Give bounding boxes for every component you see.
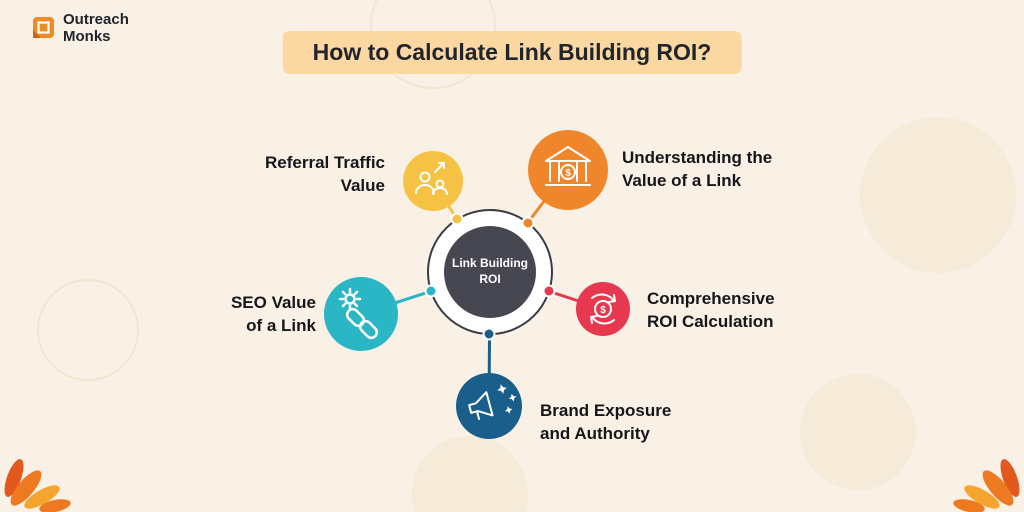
decor-circle [412,436,528,512]
label-comprehensive-roi: Comprehensive ROI Calculation [647,287,775,333]
hub-label: Link Building ROI [440,255,540,287]
leaf-decoration-right [953,459,1020,512]
leaf-decoration-left [4,459,71,512]
connector-dot [450,212,464,226]
label-line: Value of a Link [622,171,742,190]
label-line: Brand Exposure [540,401,672,420]
logo-text: Outreach Monks [63,11,129,45]
outreach-monks-logo: Outreach Monks [33,11,129,45]
node-circle-link-value [528,130,608,210]
decor-circle [370,0,496,89]
hub-circle [444,226,536,318]
leaf-petal [24,485,60,509]
hub-label-line-2: ROI [479,272,501,286]
label-line: SEO Value [230,293,316,312]
leaf-petal [39,499,71,512]
label-line: of a Link [246,316,316,335]
hub-label-line-1: Link Building [452,256,528,270]
label-line: Understanding the [622,148,773,167]
logo-line-1: Outreach [63,11,129,28]
star-glyph [508,393,517,402]
leaf-petal [964,485,1000,509]
label-line: Value [340,176,385,195]
leaf-petal [4,459,24,497]
label-seo-value-of-link: SEO Value of a Link [231,291,316,337]
star-glyph [504,406,513,414]
leaf-petal [953,499,985,512]
leaf-petal [982,470,1014,506]
label-line: Comprehensive [647,289,775,308]
connector-dot [521,216,535,230]
chain-link-icon [338,287,379,340]
connector-dot [482,327,496,341]
people-growth-icon [415,162,448,195]
node-circle-roi [576,282,630,336]
connector-dot [542,284,556,298]
megaphone-icon [468,384,517,421]
label-understanding-link-value: Understanding the Value of a Link [622,146,772,192]
dollar-glyph: $ [565,168,571,179]
decor-circle [860,117,1016,273]
label-line: ROI Calculation [647,312,774,331]
outreach-monks-logo-icon [33,17,54,38]
star-glyph [497,384,507,394]
bank-dollar-icon: $ [545,146,591,186]
decor-circle [800,374,916,490]
dollar-glyph: $ [600,305,606,316]
decor-circle [37,279,139,381]
label-line: Referral Traffic [265,153,385,172]
leaf-petal [1000,459,1020,497]
node-circle-referral [403,151,463,211]
label-referral-traffic-value: Referral Traffic Value [265,151,385,197]
connector-dot [424,284,438,298]
dollar-cycle-icon: $ [590,293,616,325]
leaf-petal [10,470,42,506]
page-title: How to Calculate Link Building ROI? [282,31,742,74]
label-brand-exposure: Brand Exposure and Authority [540,399,671,445]
logo-line-2: Monks [63,28,111,45]
label-line: and Authority [540,424,650,443]
